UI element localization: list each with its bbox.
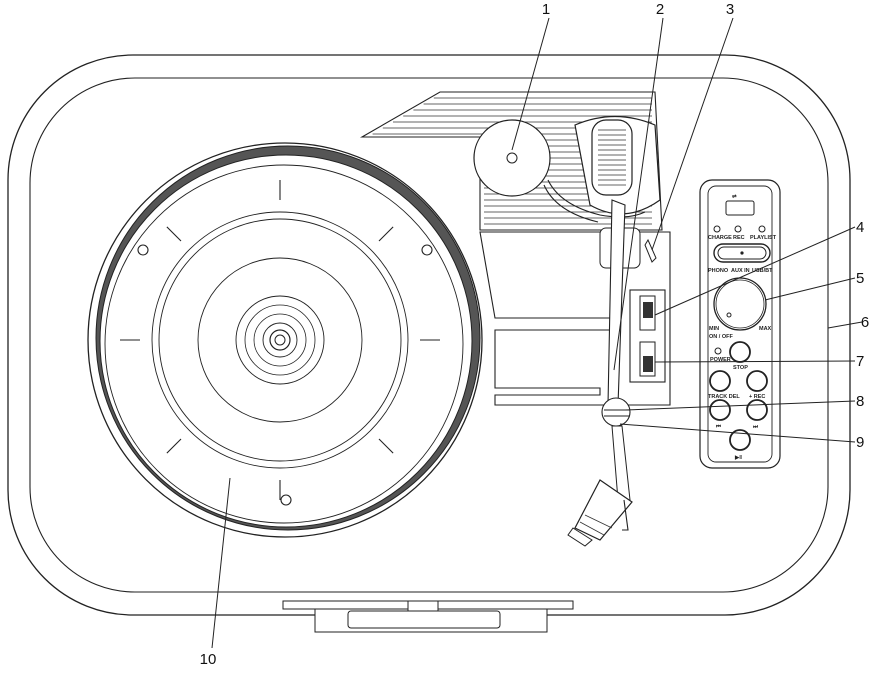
- next-button[interactable]: [746, 399, 768, 421]
- rec-button[interactable]: [746, 370, 768, 392]
- callout-6: 6: [861, 314, 869, 331]
- leader-line-8: [624, 400, 856, 411]
- rec-label: REC: [733, 235, 745, 241]
- leader-line-5: [764, 277, 856, 301]
- tonearm: [601, 199, 631, 501]
- callout-10: 10: [200, 651, 217, 668]
- power-led: [714, 347, 722, 355]
- next-icon: ⏭: [753, 424, 758, 430]
- callout-5: 5: [856, 270, 864, 287]
- onoff-label: ON / OFF: [709, 334, 733, 340]
- platter: [87, 142, 483, 538]
- stop-label: STOP: [733, 365, 748, 371]
- prev-icon: ⏮: [716, 424, 721, 430]
- play-pause-icon: ▶‖: [734, 454, 742, 461]
- max-label: MAX: [759, 326, 772, 332]
- rec2-label: + REC: [749, 394, 765, 400]
- callout-layer: 1 2 3 4 5 6 7 8 9 10: [200, 1, 870, 668]
- cartridge: [567, 479, 633, 547]
- leader-line-1: [511, 17, 550, 151]
- phono-label: PHONO: [708, 268, 729, 274]
- leader-line-10: [211, 477, 231, 649]
- charge-led: [713, 225, 721, 233]
- callout-8: 8: [856, 393, 864, 410]
- playlist-led: [758, 225, 766, 233]
- rec-led: [734, 225, 742, 233]
- leader-line-2: [613, 17, 664, 371]
- stabilizer-weight: [473, 119, 551, 197]
- leader-line-9: [619, 423, 856, 443]
- callout-2: 2: [656, 1, 664, 18]
- callout-4: 4: [856, 219, 864, 236]
- leader-line-7: [654, 360, 856, 363]
- power-label: POWER: [710, 357, 731, 363]
- min-label: MIN: [709, 326, 719, 332]
- prev-button[interactable]: [709, 399, 731, 421]
- usb-icon: ⇌: [732, 192, 737, 200]
- charge-label: CHARGE: [708, 235, 732, 241]
- leader-line-3: [651, 17, 734, 251]
- usb-label: USB/BT: [752, 268, 773, 274]
- track-del-label: TRACK DEL: [708, 394, 740, 400]
- callout-1: 1: [542, 1, 550, 18]
- callout-3: 3: [726, 1, 734, 18]
- track-del-button[interactable]: [709, 370, 731, 392]
- leader-line-6: [827, 321, 863, 329]
- callout-9: 9: [856, 434, 864, 451]
- usb-port[interactable]: [725, 200, 755, 216]
- leader-line-4: [654, 226, 856, 316]
- speed-switch-panel: [629, 289, 666, 383]
- aux-label: AUX IN: [731, 268, 750, 274]
- bottom-latch: [282, 600, 574, 633]
- play-pause-button[interactable]: [729, 429, 751, 451]
- control-panel: ⇌ CHARGE REC PLAYLIST PHONO AUX IN USB/B…: [699, 179, 781, 469]
- callout-7: 7: [856, 353, 864, 370]
- stop-button[interactable]: [729, 341, 751, 363]
- playlist-label: PLAYLIST: [750, 235, 777, 241]
